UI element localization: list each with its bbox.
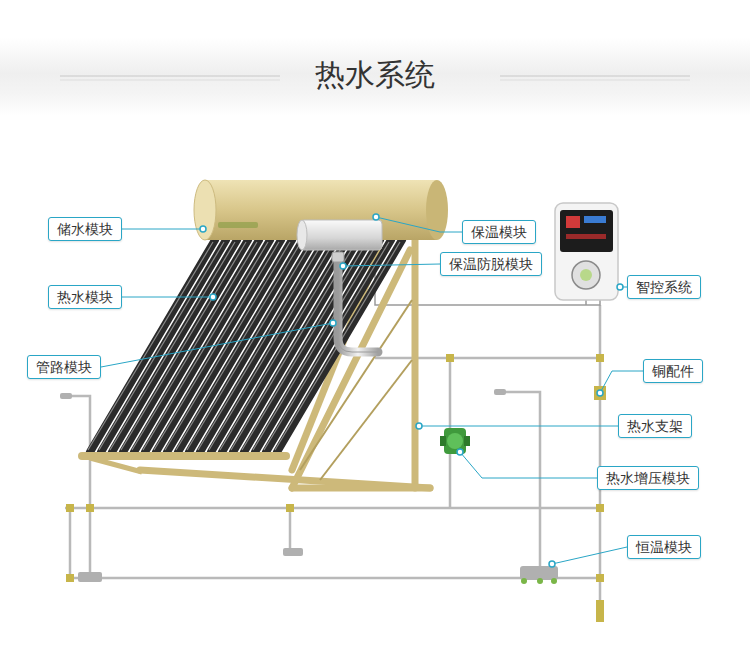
- callout-text: 热水支架: [627, 418, 683, 434]
- callout-text: 智控系统: [636, 279, 692, 295]
- callout-box: 恒温模块: [627, 535, 701, 559]
- callout-box: 智控系统: [627, 275, 701, 299]
- callout-text: 铜配件: [652, 363, 694, 379]
- callout-text: 恒温模块: [636, 539, 692, 555]
- callout-box: 保温防脱模块: [440, 252, 542, 276]
- callout-text: 热水增压模块: [606, 470, 690, 486]
- callout-text: 保温模块: [471, 224, 527, 240]
- callout-box: 铜配件: [643, 359, 703, 383]
- callout-box: 热水支架: [618, 414, 692, 438]
- callout-text: 热水模块: [57, 289, 113, 305]
- callout-text: 储水模块: [57, 221, 113, 237]
- title-box: 热水系统: [0, 55, 750, 95]
- diagram-title: 热水系统: [305, 57, 445, 92]
- callout-box: 保温模块: [462, 220, 536, 244]
- callout-text: 管路模块: [36, 359, 92, 375]
- callout-box: 储水模块: [48, 217, 122, 241]
- callout-box: 热水增压模块: [597, 466, 699, 490]
- callout-box: 管路模块: [27, 355, 101, 379]
- callout-box: 热水模块: [48, 285, 122, 309]
- callout-text: 保温防脱模块: [449, 256, 533, 272]
